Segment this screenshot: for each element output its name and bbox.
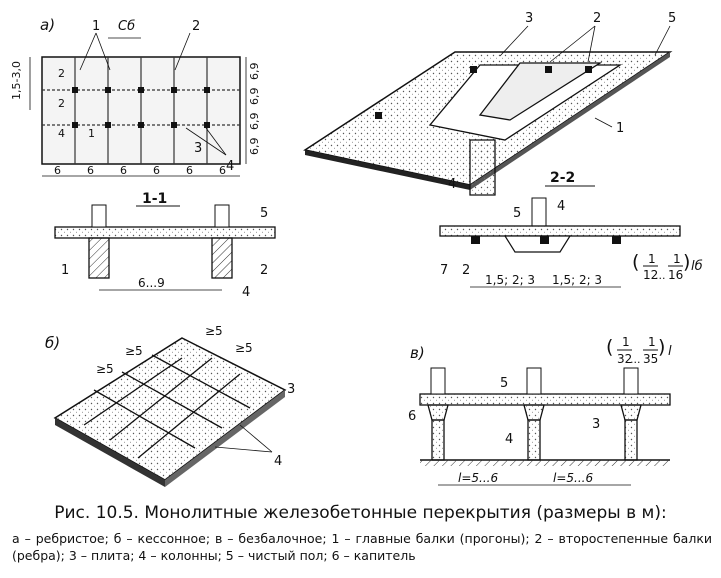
v-ratio-sep: ... [630, 353, 641, 366]
section-11-title: 1-1 [142, 191, 167, 207]
v-span-2: l=5...6 [553, 471, 593, 485]
s11-callout-4: 4 [242, 285, 250, 300]
iso-callout-2: 2 [593, 11, 601, 26]
s22-callout-2: 2 [462, 263, 470, 278]
dim-side: 1,5-3,0 [10, 61, 23, 100]
v-callout-6: 6 [408, 409, 416, 424]
v-ratio-var: l [668, 344, 672, 359]
s22-ratio-var: lб [691, 259, 703, 274]
b-dim-2: ≥5 [125, 344, 143, 358]
iso-callout-4: 4 [448, 177, 456, 192]
v-ratio-a-num: 1 [622, 335, 630, 349]
s11-callout-1: 1 [61, 263, 69, 278]
v-ratio-open: ( [606, 336, 613, 358]
section-2-2: 2-2 1,5; 2; 3 1,5; 2; 3 ( 1 12 ... 1 16 … [439, 170, 703, 288]
panel-a-letter: а) [40, 16, 55, 34]
v-ratio-a-den: 32 [617, 352, 632, 366]
s22-ratio-b-den: 16 [668, 268, 683, 282]
s22-callout-7: 7 [440, 263, 448, 278]
section-22-span-1: 1,5; 2; 3 [485, 273, 535, 287]
s22-ratio-a-den: 12 [643, 268, 658, 282]
plan-callout-2: 2 [192, 19, 200, 34]
b-callout-4: 4 [274, 454, 282, 469]
dim-bottom-4: 6 [153, 164, 160, 177]
s22-callout-4: 4 [557, 199, 565, 214]
iso-callout-3: 3 [525, 11, 533, 26]
figure-caption-title: Рис. 10.5. Монолитные железобетонные пер… [54, 503, 667, 523]
v-callout-4: 4 [505, 432, 513, 447]
plan-side-label-4: 1 [88, 127, 95, 140]
panel-v-flat-slab: в) l=5...6 l=5...6 ( 1 32 ... 1 35 ) l 5… [408, 335, 672, 486]
b-dim-1: ≥5 [96, 362, 114, 376]
iso-callout-1: 1 [616, 121, 624, 136]
dim-bottom-1: 6 [54, 164, 61, 177]
plan-side-label-2: 2 [58, 97, 65, 110]
v-ratio-close: ) [658, 336, 665, 358]
dim-right-3: 6,9 [248, 113, 261, 131]
v-callout-3: 3 [592, 417, 600, 432]
panel-a-isometric: 3 2 5 1 4 [303, 11, 676, 196]
dim-c-label: Cб [118, 19, 135, 34]
v-ratio-b-den: 35 [643, 352, 658, 366]
s11-callout-2: 2 [260, 263, 268, 278]
dim-bottom-5: 6 [186, 164, 193, 177]
plan-callout-1: 1 [92, 19, 100, 34]
v-callout-5: 5 [500, 376, 508, 391]
v-span-1: l=5...6 [458, 471, 498, 485]
dim-right-2: 6,9 [248, 88, 261, 106]
s22-ratio-a-num: 1 [648, 252, 656, 266]
iso-callout-5: 5 [668, 11, 676, 26]
b-callout-3: 3 [287, 382, 295, 397]
b-dim-3: ≥5 [205, 324, 223, 338]
dim-right-4: 6,9 [248, 138, 261, 156]
panel-b-letter: б) [45, 334, 60, 352]
s22-ratio-b-num: 1 [673, 252, 681, 266]
plan-callout-4: 4 [226, 159, 234, 174]
s11-callout-5: 5 [260, 206, 268, 221]
v-ratio-b-num: 1 [648, 335, 656, 349]
dim-bottom-3: 6 [120, 164, 127, 177]
section-22-title: 2-2 [550, 170, 575, 186]
s22-callout-5: 5 [513, 206, 521, 221]
dim-right-1: 6,9 [248, 63, 261, 81]
dim-bottom-2: 6 [87, 164, 94, 177]
panel-a-plan: а) 1 2 3 4 Cб [10, 16, 261, 177]
plan-side-label-1: 2 [58, 67, 65, 80]
plan-side-label-3: 4 [58, 127, 65, 140]
section-11-span: 6...9 [138, 276, 165, 290]
ratio-close: ) [683, 251, 690, 273]
ratio-open: ( [632, 251, 639, 273]
plan-callout-3: 3 [194, 141, 202, 156]
b-dim-4: ≥5 [235, 341, 253, 355]
panel-v-letter: в) [410, 344, 425, 362]
s22-ratio-sep: ... [655, 269, 666, 282]
floor-slabs-figure: а) 1 2 3 4 Cб [10, 11, 703, 487]
panel-b-coffered: б) ≥5 ≥5 ≥5 ≥5 3 4 [45, 324, 295, 487]
section-1-1: 1-1 6...9 5 2 1 4 [54, 191, 276, 300]
section-22-span-2: 1,5; 2; 3 [552, 273, 602, 287]
figure-caption-legend: а – ребристое; б – кессонное; в – безбал… [12, 531, 712, 563]
dim-bottom-6: 6 [219, 164, 226, 177]
